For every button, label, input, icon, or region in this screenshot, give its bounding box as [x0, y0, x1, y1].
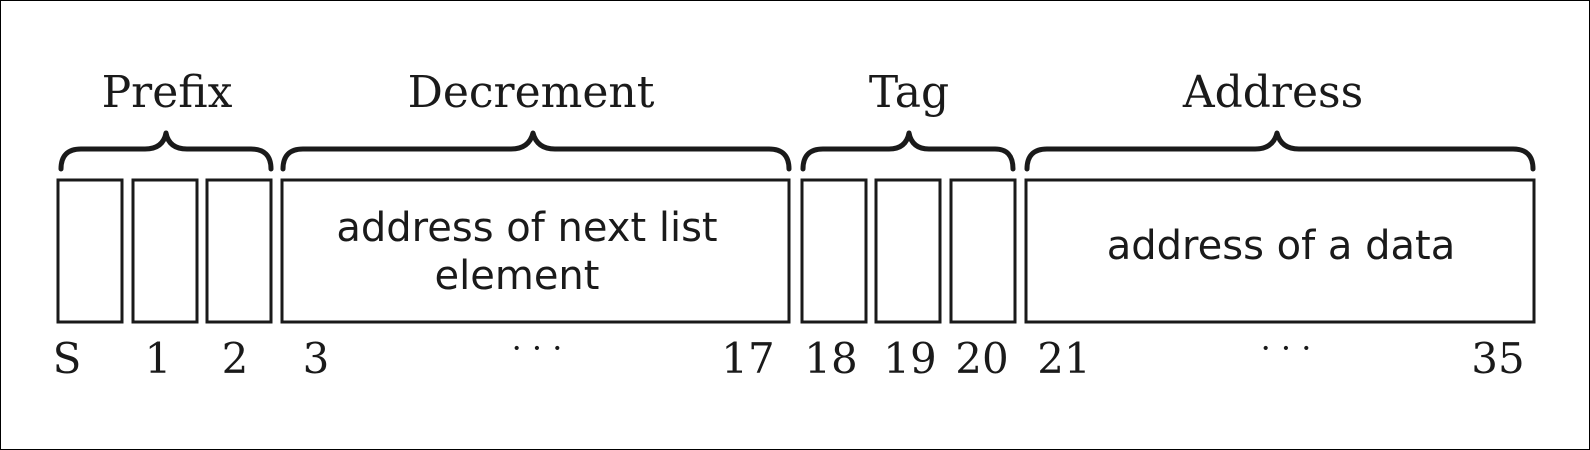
decrement-ellipsis: · · · [512, 329, 563, 367]
address-cell [1024, 178, 1536, 324]
bit-label-s: S [53, 334, 82, 383]
bit-label-18: 18 [804, 334, 857, 383]
group-label-address: Address [1182, 67, 1363, 118]
bit-cell-2 [205, 178, 273, 324]
bit-label-3: 3 [303, 334, 330, 383]
bit-label-20: 20 [955, 334, 1008, 383]
decrement-cell [280, 178, 791, 324]
decrement-cell-text-line2: element [435, 253, 600, 299]
bit-label-1: 1 [145, 334, 172, 383]
decrement-brace [280, 130, 792, 172]
address-ellipsis: · · · [1261, 329, 1312, 367]
bit-label-35: 35 [1471, 334, 1524, 383]
bit-label-17: 17 [721, 334, 774, 383]
bit-cell-s [56, 178, 124, 324]
address-brace [1024, 130, 1536, 172]
group-label-prefix: Prefix [102, 67, 233, 118]
bit-cell-19 [874, 178, 942, 324]
bit-label-2: 2 [222, 334, 249, 383]
decrement-cell-text-line1: address of next list [336, 205, 717, 251]
bit-label-19: 19 [883, 334, 936, 383]
address-cell-text: address of a data [1107, 223, 1455, 269]
group-label-tag: Tag [869, 67, 949, 118]
bit-cell-18 [800, 178, 868, 324]
group-label-decrement: Decrement [408, 67, 655, 118]
bit-cell-1 [131, 178, 199, 324]
bit-label-21: 21 [1037, 334, 1090, 383]
tag-brace [800, 130, 1016, 172]
bit-cell-20 [949, 178, 1017, 324]
prefix-brace [58, 130, 274, 172]
